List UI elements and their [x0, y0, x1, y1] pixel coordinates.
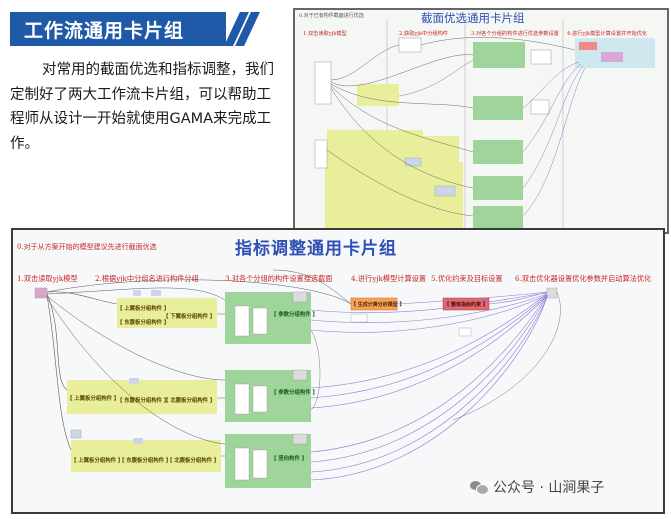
watermark-text: 公众号 · 山涧果子 — [493, 480, 605, 496]
wires-layer — [34, 269, 561, 488]
section-title-banner: 工作流通用卡片组 — [10, 12, 260, 46]
panel-a-note: 0.对于已有构件截面进行优选 — [299, 13, 364, 19]
group-node: 【 下翼板分组构件 】 — [163, 314, 216, 320]
panel-b-note: 0.对于从方案开始的模型建议先进行截面优选 — [17, 243, 157, 251]
panel-b-step-5: 5.优化约束及目标设置 — [431, 274, 503, 283]
section-node: 【 参数分组构件 】 — [271, 390, 318, 396]
section-node: 【 参数分组构件 】 — [271, 312, 318, 318]
intro-paragraph: 对常用的截面优选和指标调整，我们定制好了两大工作流卡片组，可以帮助工程师从设计一… — [10, 62, 274, 152]
group-node: 【 东腹板分组构件 】 — [117, 320, 170, 326]
section-title: 工作流通用卡片组 — [24, 20, 185, 42]
section-node: 【 竖向构件 】 — [271, 456, 308, 462]
group-node: 【 上翼板分组构件 】 — [71, 458, 124, 464]
group-node: 【 上翼板分组构件 】 — [67, 396, 120, 402]
panel-a-step-2: 2.获取yjk中分组构件 — [399, 31, 448, 37]
group-node: 【 北腹板分组构件 】 — [167, 458, 220, 464]
group-node: 【 北腹板分组构件 】 — [163, 398, 216, 404]
panel-b-title: 指标调整通用卡片组 — [235, 239, 397, 259]
panel-a-step-3: 3.对各个分组的构件进行优选参数设置 — [471, 31, 559, 37]
wechat-icon — [470, 480, 489, 495]
panel-b-step-4: 4.进行yjk模型计算设置 — [351, 274, 427, 283]
group-node: 【 东腹板分组构件 】 — [117, 398, 170, 404]
target-node: 【 整体指标约束 】 — [444, 302, 488, 308]
calc-node: 【 生成计算分析模型 】 — [351, 302, 405, 308]
workflow-screenshot-index-adjustment: 0.对于从方案开始的模型建议先进行截面优选 指标调整通用卡片组 1.双击读取yj… — [11, 228, 665, 514]
group-node: 【 上翼板分组构件 】 — [117, 306, 170, 312]
panel-b-step-2: 2.根据yjk中分组名进行构件分组 — [95, 274, 199, 283]
panel-a-step-4: 4.进行yjk模型计算设置并开始优化 — [567, 31, 648, 37]
panel-a-title: 截面优选通用卡片组 — [421, 11, 525, 25]
panel-b-step-6: 6.双击优化器设置优化参数并启动算法优化 — [515, 274, 652, 283]
panel-a-step-1: 1.双击读取yjk模型 — [303, 31, 347, 37]
group-node: 【 东腹板分组构件 】 — [119, 458, 172, 464]
panel-b-step-3: 3.对各个分组的构件设置搜选截面 — [225, 274, 333, 283]
wechat-watermark: 公众号 · 山涧果子 — [470, 476, 604, 498]
panel-b-step-1: 1.双击读取yjk模型 — [17, 274, 78, 283]
workflow-screenshot-section-optimization: 0.对于已有构件截面进行优选 截面优选通用卡片组 1.双击读取yjk模型 2.获… — [293, 8, 669, 234]
title-bar — [10, 12, 226, 46]
wires-layer — [314, 20, 655, 232]
